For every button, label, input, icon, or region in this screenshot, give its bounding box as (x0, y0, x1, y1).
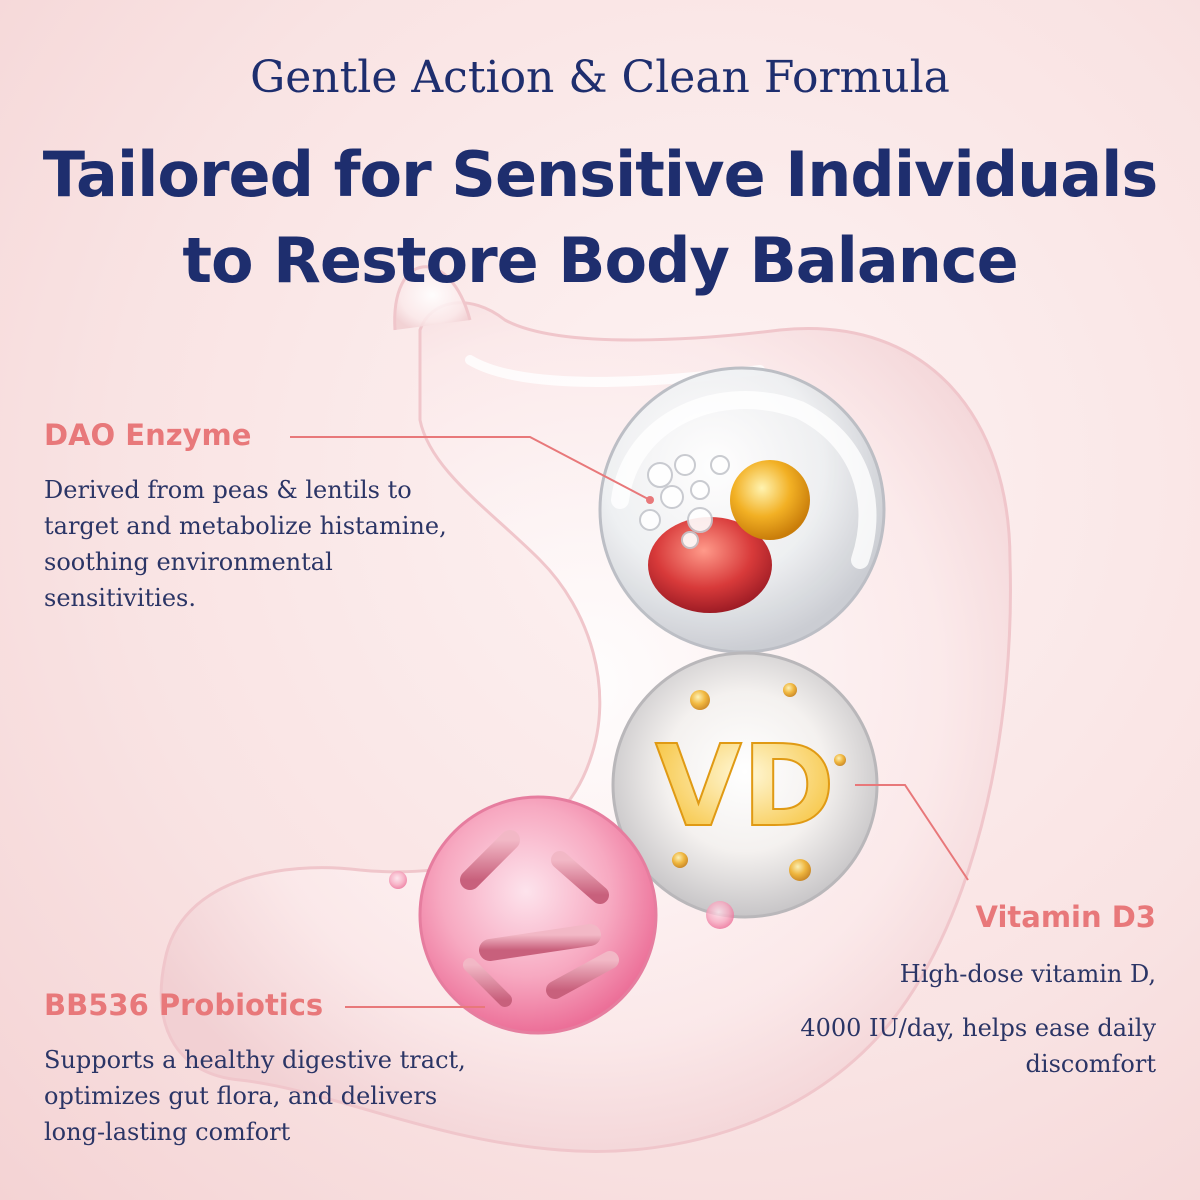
probiotics-description: Supports a healthy digestive tract, opti… (44, 1042, 514, 1150)
small-bubble-icon (389, 871, 407, 889)
bubble-cluster-icon (639, 454, 730, 549)
esophagus (393, 265, 472, 331)
vitamin-leader-line (855, 784, 969, 881)
vitamin-line: discomfort (1025, 1050, 1156, 1078)
dao-line: sensitivities. (44, 584, 196, 612)
dao-description: Derived from peas & lentils to target an… (44, 472, 504, 616)
probiotics-line: long-lasting comfort (44, 1118, 291, 1146)
dao-line: soothing environmental (44, 548, 333, 576)
title-line-2: to Restore Body Balance (182, 224, 1018, 297)
title-line-1: Tailored for Sensitive Individuals (42, 138, 1159, 211)
probiotics-line: optimizes gut flora, and delivers (44, 1082, 438, 1110)
small-bubble-icon (706, 901, 734, 929)
dao-line: Derived from peas & lentils to (44, 476, 412, 504)
vitamin-line: 4000 IU/day, helps ease daily (800, 1014, 1156, 1042)
gold-droplet-icon (730, 460, 810, 540)
dao-leader-line (290, 436, 651, 501)
dao-heading: DAO Enzyme (44, 418, 252, 452)
dao-line: target and metabolize histamine, (44, 512, 447, 540)
red-droplet-icon (648, 517, 772, 613)
vitamin-description: High-dose vitamin D, 4000 IU/day, helps … (736, 956, 1156, 1082)
probiotics-line: Supports a healthy digestive tract, (44, 1046, 466, 1074)
page-title: Tailored for Sensitive Individuals to Re… (0, 132, 1200, 304)
vitamin-heading: Vitamin D3 (975, 900, 1156, 934)
vd-label: VD (655, 722, 835, 852)
probiotics-sphere (418, 795, 658, 1035)
bacteria-icon (460, 830, 619, 1007)
leader-lines (290, 436, 969, 1008)
probiotics-heading: BB536 Probiotics (44, 988, 324, 1022)
dao-sphere-swirl (611, 391, 877, 569)
gold-bubbles-icon (672, 683, 846, 881)
vitamin-line: High-dose vitamin D, (899, 960, 1156, 988)
dao-leader-dot (646, 496, 654, 504)
subtitle: Gentle Action & Clean Formula (250, 52, 950, 103)
